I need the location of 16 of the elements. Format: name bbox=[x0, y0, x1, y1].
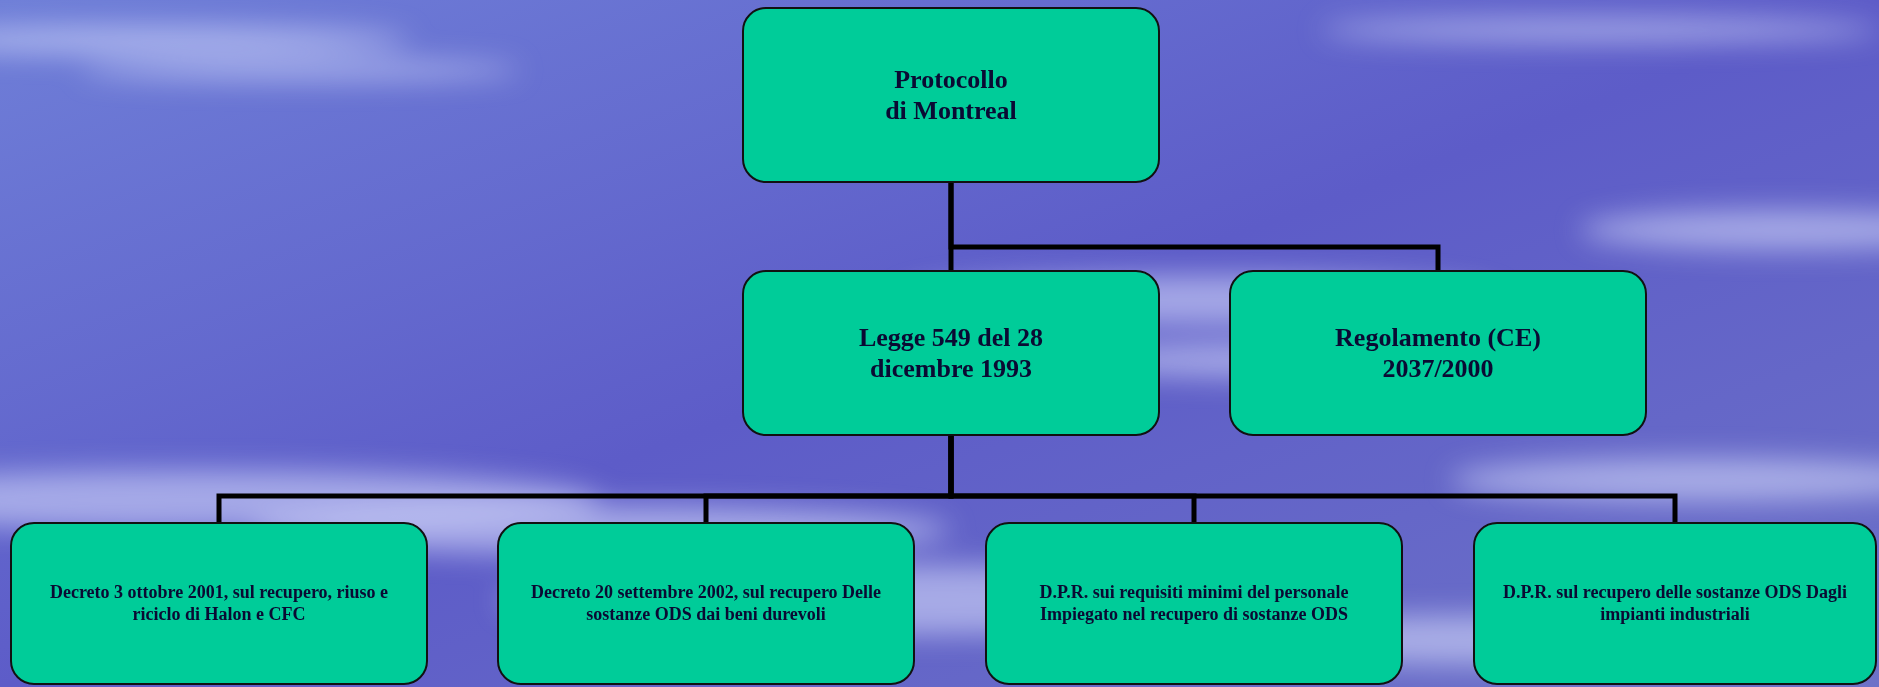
rounded-box bbox=[497, 522, 915, 685]
connector-line bbox=[948, 183, 1441, 270]
node-label: D.P.R. sui requisiti minimi del personale Impiegato nel recupero di sostanze ODS bbox=[1038, 581, 1350, 626]
node-label: Regolamento (CE) 2037/2000 bbox=[1334, 321, 1542, 385]
node-label: Protocollo di Montreal bbox=[884, 63, 1018, 127]
rounded-box bbox=[1473, 522, 1877, 685]
rounded-box bbox=[985, 522, 1403, 685]
rounded-box bbox=[742, 7, 1160, 183]
connector-line bbox=[948, 436, 1678, 522]
node-label: D.P.R. sul recupero delle sostanze ODS Dagli impianti industriali bbox=[1501, 581, 1849, 626]
node-label: Decreto 20 settembre 2002, sul recupero Delle sostanze ODS dai beni durevoli bbox=[529, 581, 883, 626]
node-label: Decreto 3 ottobre 2001, sul recupero, riuso e riciclo di Halon e CFC bbox=[49, 581, 389, 626]
rounded-box bbox=[10, 522, 428, 685]
rounded-box bbox=[742, 270, 1160, 436]
node-label: Legge 549 del 28 dicembre 1993 bbox=[857, 321, 1045, 385]
rounded-box bbox=[1229, 270, 1647, 436]
